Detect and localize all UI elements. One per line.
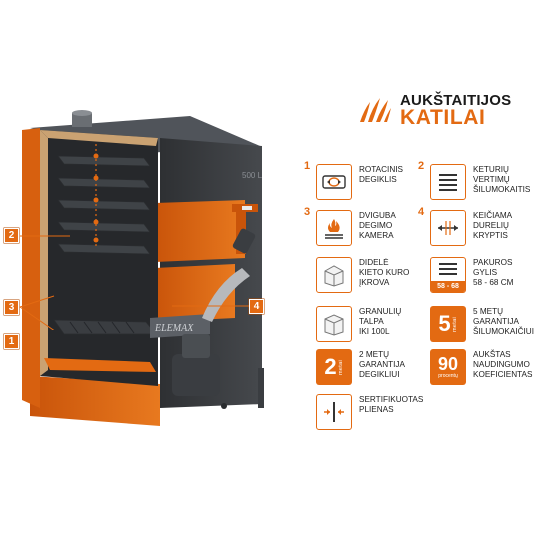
warranty-2-icon: 2 metai xyxy=(316,349,352,385)
warranty-5-icon: 5 metai xyxy=(430,306,466,342)
warranty-unit: metai xyxy=(451,316,458,332)
feature-double-chamber: 3 DVIGUBA DEGIMO KAMERA xyxy=(304,206,428,250)
feature-large-load: DIDELĖ KIETO KURO ĮKROVA xyxy=(316,257,428,297)
feature-number: 3 xyxy=(304,206,311,218)
feature-label: KETURIŲ VERTIMŲ ŠILUMOKAITIS xyxy=(473,165,531,195)
feature-heat-exchanger: 2 KETURIŲ VERTIMŲ ŠILUMOKAITIS xyxy=(418,160,536,204)
feature-certified-steel: SERTIFIKUOTAS PLIENAS xyxy=(316,394,428,434)
feature-label: DVIGUBA DEGIMO KAMERA xyxy=(359,211,396,241)
brand-logo: AUKŠTAITIJOS KATILAI xyxy=(358,92,528,132)
warranty-years: 5 xyxy=(438,311,451,336)
furnace-depth-icon: 58 - 68 xyxy=(430,257,466,293)
heat-exchanger-icon xyxy=(430,164,466,200)
callout-badge-1: 1 xyxy=(4,334,19,349)
pellet-tank-icon xyxy=(316,306,352,342)
burner-icon xyxy=(316,164,352,200)
door-direction-icon xyxy=(430,210,466,246)
brand-name-line1: AUKŠTAITIJOS xyxy=(400,92,512,109)
feature-furnace-depth: 58 - 68 PAKUROS GYLIS 58 - 68 CM xyxy=(430,257,536,297)
flame-logo-icon xyxy=(358,92,392,126)
feature-label: DIDELĖ KIETO KURO ĮKROVA xyxy=(359,258,410,288)
feature-number: 4 xyxy=(418,206,425,218)
feature-number: 1 xyxy=(304,160,311,172)
feature-pellet-tank: GRANULIŲ TALPA IKI 100L xyxy=(316,306,428,346)
feature-number: 2 xyxy=(418,160,425,172)
callout-badge-3: 3 xyxy=(4,300,19,315)
feature-label: KEIČIAMA DURELIŲ KRYPTIS xyxy=(473,211,513,241)
callout-badge-4: 4 xyxy=(249,299,264,314)
efficiency-icon: 90 procentų xyxy=(430,349,466,385)
feature-rotary-burner: 1 ROTACINIS DEGIKLIS xyxy=(304,160,428,204)
steel-icon xyxy=(316,394,352,430)
efficiency-unit: procentų xyxy=(438,373,458,379)
feature-label: ROTACINIS DEGIKLIS xyxy=(359,165,403,185)
brand-name-line2: KATILAI xyxy=(400,106,486,129)
side-plate-label: 500 L xyxy=(242,171,263,180)
feature-label: PAKUROS GYLIS 58 - 68 CM xyxy=(473,258,514,288)
efficiency-value: 90 xyxy=(437,354,459,374)
front-plate-label: ELEMAX xyxy=(154,323,194,334)
warranty-unit: metai xyxy=(337,359,344,375)
furnace-depth-range: 58 - 68 xyxy=(431,281,465,292)
feature-efficiency: 90 procentų AUKŠTAS NAUDINGUMO KOEFICIEN… xyxy=(430,349,536,389)
combustion-chamber-icon xyxy=(316,210,352,246)
feature-warranty-2: 2 metai 2 METŲ GARANTIJA DEGIKLIUI xyxy=(316,349,428,389)
feature-door-direction: 4 KEIČIAMA DURELIŲ KRYPTIS xyxy=(418,206,536,250)
feature-label: 5 METŲ GARANTIJA ŠILUMOKAIČIUI xyxy=(473,307,534,337)
firebox-icon xyxy=(316,257,352,293)
callout-badge-2: 2 xyxy=(4,228,19,243)
feature-label: 2 METŲ GARANTIJA DEGIKLIUI xyxy=(359,350,405,380)
feature-label: GRANULIŲ TALPA IKI 100L xyxy=(359,307,402,337)
warranty-years: 2 xyxy=(324,354,337,379)
feature-label: AUKŠTAS NAUDINGUMO KOEFICIENTAS xyxy=(473,350,533,380)
boiler-illustration: ELEMAX 500 L xyxy=(22,110,264,426)
feature-warranty-5: 5 metai 5 METŲ GARANTIJA ŠILUMOKAIČIUI xyxy=(430,306,536,346)
feature-label: SERTIFIKUOTAS PLIENAS xyxy=(359,395,424,415)
